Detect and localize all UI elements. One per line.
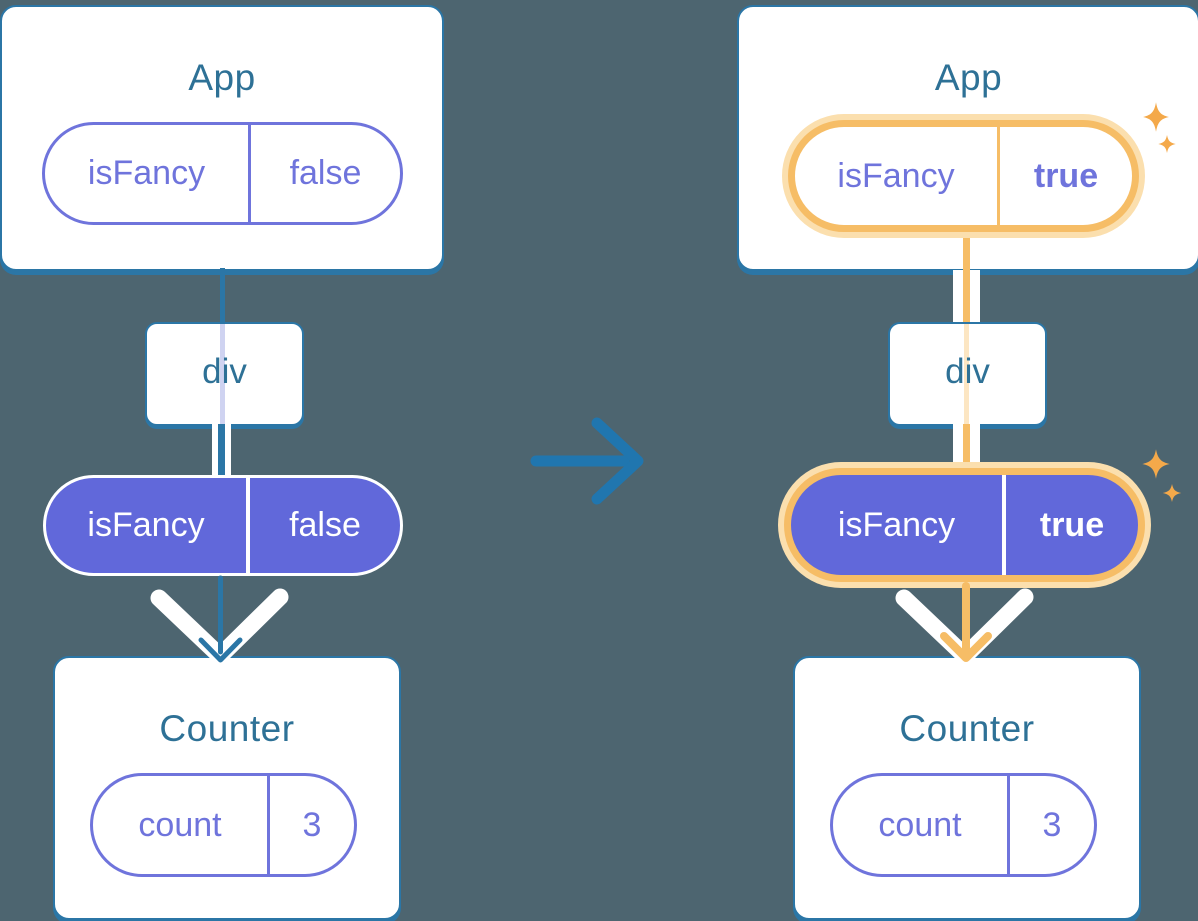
component-name-label: App — [934, 57, 1003, 98]
state-key-cell: isFancy — [45, 125, 251, 222]
counter-card-before: Counter count 3 — [53, 656, 401, 920]
render-chevron — [150, 588, 289, 665]
state-value-cell: true — [1033, 156, 1099, 195]
pass-through-line — [220, 324, 225, 424]
data-flow-arrow — [198, 575, 243, 663]
connector-app-to-div — [220, 268, 225, 324]
pass-through-line — [964, 324, 969, 424]
state-key-cell: count — [833, 776, 1010, 874]
sparkle-icon — [1142, 449, 1170, 479]
div-node-label: div — [945, 352, 990, 391]
state-value-cell: false — [289, 154, 362, 192]
sparkle-icon — [1162, 484, 1182, 502]
state-pill-highlighted: isFancy true — [788, 120, 1139, 232]
component-name-label: Counter — [899, 708, 1035, 749]
highlight-flow-arrow — [940, 582, 992, 662]
prop-pill: isFancy false — [43, 475, 403, 576]
prop-value-cell: true — [1039, 505, 1105, 544]
div-node-label: div — [202, 352, 247, 391]
app-card-before: App isFancy false — [0, 5, 444, 271]
highlight-stem — [963, 238, 970, 272]
prop-key-cell: isFancy — [46, 478, 250, 573]
div-node-before: div — [145, 322, 304, 426]
state-pill: count 3 — [830, 773, 1097, 877]
prop-key-cell: isFancy — [791, 475, 1006, 575]
state-pill: count 3 — [90, 773, 357, 877]
highlight-pipe-div-to-pill — [953, 424, 980, 464]
state-value-cell: 3 — [302, 805, 322, 844]
highlight-pipe-app-to-div — [953, 270, 980, 324]
state-key-cell: isFancy — [795, 127, 1000, 225]
state-value-cell: 3 — [1042, 805, 1062, 844]
render-chevron — [895, 588, 1034, 665]
counter-card-after: Counter count 3 — [793, 656, 1141, 920]
prop-value-cell: false — [289, 506, 361, 544]
component-name-label: Counter — [159, 708, 295, 749]
app-card-after: App isFancy true — [737, 5, 1198, 272]
state-pill: isFancy false — [42, 122, 403, 225]
prop-pill-highlighted: isFancy true — [784, 468, 1145, 582]
div-node-after: div — [888, 322, 1047, 426]
state-key-cell: count — [93, 776, 270, 874]
component-name-label: App — [188, 57, 256, 98]
prop-pipe — [212, 424, 231, 477]
transition-arrow-icon — [530, 417, 644, 505]
